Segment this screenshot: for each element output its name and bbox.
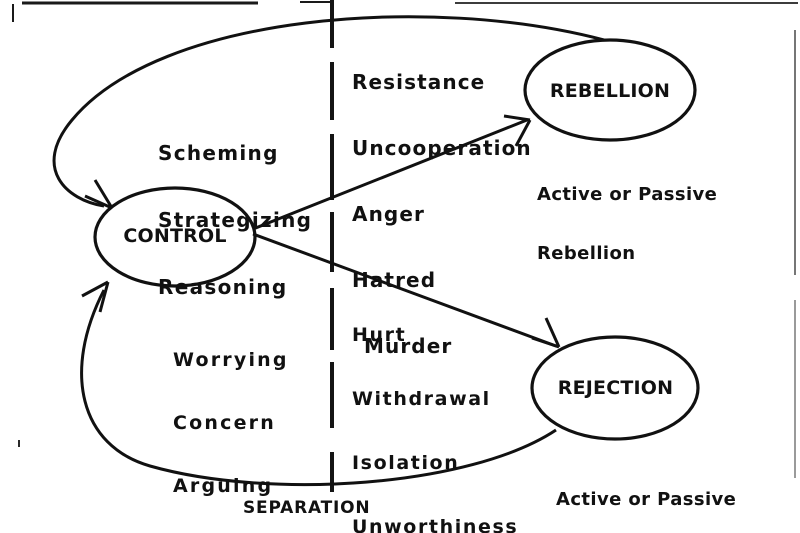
rebellion-upper-list: Resistance Uncooperation Anger Hatred Mu… — [352, 32, 532, 402]
list-item: Uncooperation — [352, 136, 532, 160]
list-item: Unworthiness — [352, 516, 519, 533]
rebellion-to-control-loop — [52, 15, 605, 208]
rebellion-caption: Active or Passive Rebellion — [537, 150, 717, 304]
list-item: Murder — [364, 334, 453, 358]
arrowhead-into-control-upper — [84, 179, 114, 210]
rejection-node-label: REJECTION — [557, 377, 674, 399]
rejection-lower-list: Hurt Withdrawal Isolation Unworthiness V… — [352, 288, 518, 533]
list-item: Hatred — [352, 268, 437, 292]
control-node-ellipse — [93, 186, 257, 288]
list-item: Withdrawal — [352, 388, 491, 410]
rejection-to-control-loop — [80, 289, 557, 487]
arrowhead-into-rebellion — [503, 114, 532, 147]
control-upper-list: Scheming Strategizing Reasoning — [158, 103, 312, 344]
list-item: Isolation — [352, 452, 460, 474]
list-item: Strategizing — [158, 208, 313, 232]
scan-speck — [18, 440, 20, 447]
caption-line: Active or Passive — [537, 184, 718, 205]
arrowhead-into-rejection — [531, 317, 561, 349]
caption-line: Active or Passive — [556, 489, 737, 510]
control-lower-list: Worrying Concern Arguing Manipulating — [163, 313, 330, 533]
list-item: Resistance — [352, 70, 486, 94]
list-item: Worrying — [173, 349, 289, 371]
caption-line: Rebellion — [537, 243, 636, 264]
list-item: Arguing — [173, 475, 274, 497]
list-item: Hurt — [352, 324, 407, 346]
control-to-rebellion-line — [252, 118, 528, 231]
list-item: Concern — [173, 412, 276, 434]
list-item: Scheming — [158, 141, 279, 165]
rejection-caption: Active or Passive Rejection — [556, 455, 736, 533]
rejection-node-ellipse — [530, 335, 700, 441]
control-to-rejection-line — [252, 232, 557, 348]
rebellion-node-ellipse — [523, 38, 697, 142]
control-node-label: CONTROL — [123, 225, 227, 247]
list-item: Reasoning — [158, 275, 288, 299]
scan-frame-lines — [12, 1, 798, 478]
separation-axis-label: SEPARATION — [243, 498, 371, 518]
arrowhead-into-control-lower — [81, 280, 110, 313]
list-item: Anger — [352, 202, 425, 226]
rebellion-node-label: REBELLION — [549, 80, 671, 102]
